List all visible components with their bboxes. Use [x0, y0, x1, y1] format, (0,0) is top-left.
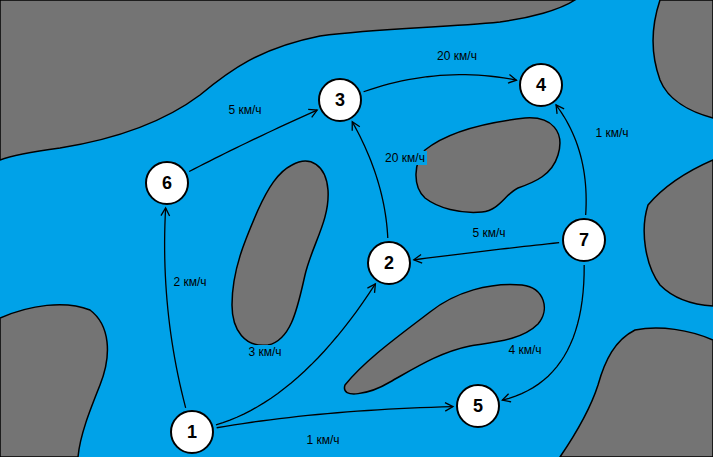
node-circle: 1	[169, 409, 215, 455]
arrowhead	[414, 255, 422, 264]
arrowhead	[508, 75, 517, 84]
speed-label: 2 км/ч	[171, 275, 208, 289]
node-circle: 7	[561, 217, 607, 263]
arrowhead	[502, 394, 511, 402]
flow-arrow	[217, 403, 453, 428]
node-circle: 5	[455, 383, 501, 429]
northeast-island	[416, 118, 560, 213]
southeast-bank	[560, 328, 713, 457]
flow-arrow	[189, 109, 317, 171]
flow-line	[217, 407, 453, 428]
flow-line	[352, 122, 388, 238]
flow-line	[216, 284, 375, 425]
speed-label: 3 км/ч	[246, 345, 283, 359]
speed-label: 20 км/ч	[383, 151, 427, 165]
node-circle: 2	[366, 240, 412, 286]
flow-arrow	[502, 265, 584, 402]
node-number: 2	[384, 253, 394, 274]
speed-label: 20 км/ч	[435, 49, 479, 63]
node-number: 3	[335, 90, 345, 111]
arrowhead	[556, 105, 564, 114]
speed-label: 4 км/ч	[506, 343, 543, 357]
arrowhead	[367, 284, 375, 293]
speed-label: 5 км/ч	[470, 226, 507, 240]
arrowhead	[445, 403, 453, 412]
east-bank	[644, 160, 713, 306]
west-island	[232, 161, 328, 345]
flow-arrow	[161, 208, 186, 408]
node-number: 6	[162, 173, 172, 194]
south-island	[344, 284, 544, 393]
node-number: 7	[579, 230, 589, 251]
flow-arrow	[364, 75, 517, 92]
flow-arrow	[414, 243, 559, 263]
node-circle: 4	[518, 62, 564, 108]
flow-line	[556, 105, 586, 215]
speed-label: 1 км/ч	[593, 126, 630, 140]
arrowhead	[161, 208, 170, 216]
speed-label: 5 км/ч	[226, 103, 263, 117]
speed-label: 1 км/ч	[304, 433, 341, 447]
flow-arrow	[216, 284, 375, 425]
flow-line	[414, 243, 559, 260]
node-circle: 6	[144, 160, 190, 206]
flow-line	[364, 75, 517, 92]
flow-arrow	[556, 105, 586, 215]
flow-arrow	[352, 122, 388, 238]
southwest-bank	[0, 305, 107, 457]
node-number: 4	[536, 75, 546, 96]
northeast-bank	[653, 0, 713, 118]
flow-line	[189, 110, 317, 171]
flow-line	[502, 265, 584, 400]
arrowhead	[352, 122, 360, 131]
node-circle: 3	[317, 77, 363, 123]
arrowhead	[308, 109, 317, 117]
node-number: 1	[187, 422, 197, 443]
node-number: 5	[473, 396, 483, 417]
flow-line	[165, 208, 186, 408]
